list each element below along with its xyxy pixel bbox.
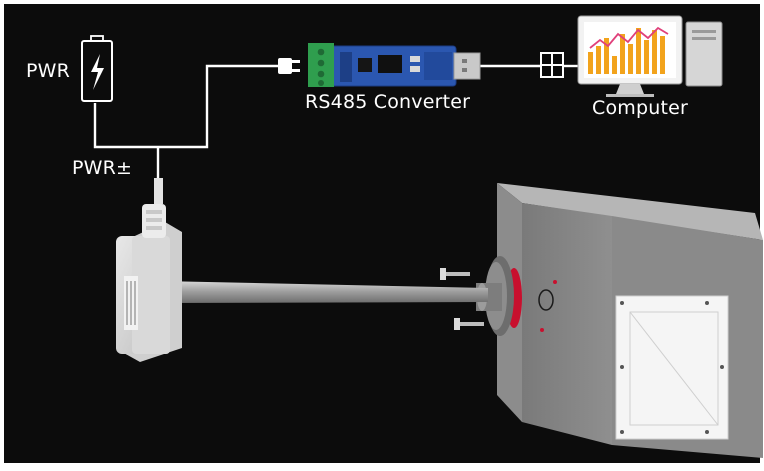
desktop-computer-icon [577, 15, 723, 97]
power-wiring [93, 64, 578, 178]
power-plug-icon [278, 58, 300, 74]
mounting-hole [538, 289, 554, 311]
duct-end-panel [615, 295, 729, 440]
computer-label: Computer [592, 97, 689, 119]
mounting-flange [476, 256, 522, 336]
mounting-screws [440, 268, 484, 330]
battery-bolt-icon [81, 35, 113, 102]
pwr-plus-minus-label: PWR± [72, 157, 133, 179]
rs485-converter-label: RS485 Converter [305, 91, 471, 113]
sensor-housing [116, 204, 182, 362]
sensor-cable [154, 178, 163, 204]
usb-connector [453, 52, 481, 80]
pwr-label: PWR [26, 60, 71, 82]
air-duct [497, 183, 763, 458]
rs485-converter-board [308, 43, 481, 87]
usb-port-icon [540, 52, 564, 78]
